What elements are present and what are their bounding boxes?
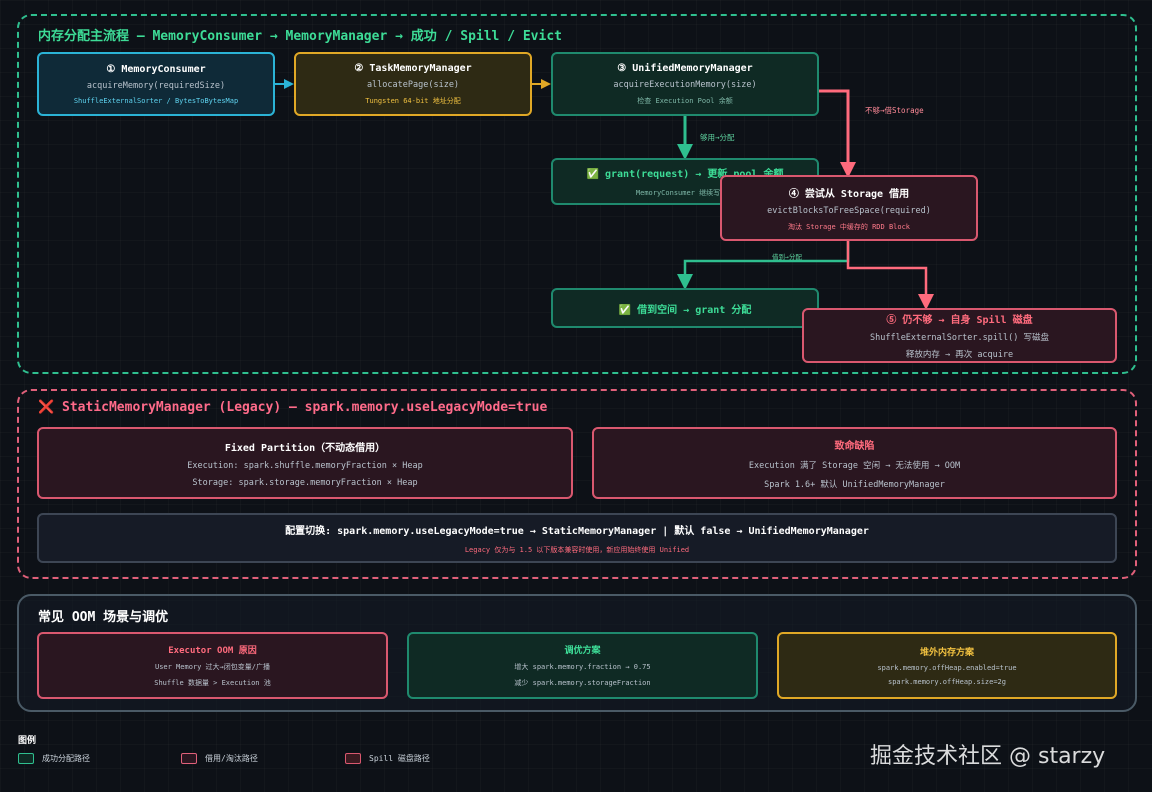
grant-title: ✅ grant(request) → 更新 pool 余额 xyxy=(586,169,784,180)
oom-tuning-line1: 增大 spark.memory.fraction → 0.75 xyxy=(514,663,651,671)
step5-title: ⑤ 仍不够 → 自身 Spill 磁盘 xyxy=(886,315,1033,326)
step1-note: ShuffleExternalSorter / BytesToBytesMap xyxy=(73,96,239,105)
step2-task-memory-manager: ② TaskMemoryManager allocatePage(size) T… xyxy=(294,52,532,116)
config-switch-note: Legacy 仅为与 1.5 以下版本兼容时使用，新应用始终使用 Unified xyxy=(464,545,690,554)
config-switch-box: 配置切换: spark.memory.useLegacyMode=true → … xyxy=(37,513,1117,563)
step2-code: allocatePage(size) xyxy=(366,79,460,90)
step2-note: Tungsten 64-bit 地址分配 xyxy=(365,96,461,105)
oom-cause-line2: Shuffle 数据量 > Execution 池 xyxy=(154,679,271,687)
legend-label-borrow: 借用/淘汰路径 xyxy=(205,754,258,763)
step3-code: acquireExecutionMemory(size) xyxy=(613,79,757,90)
label-not-enough: 不够→借Storage xyxy=(865,106,924,115)
step4-code: evictBlocksToFreeSpace(required) xyxy=(767,205,931,216)
label-borrow-ok: 借到→分配 xyxy=(772,253,802,261)
oom-cause-title: Executor OOM 原因 xyxy=(168,646,257,656)
oom-offheap-title: 堆外内存方案 xyxy=(919,648,974,658)
fixed-partition-line2: Storage: spark.storage.memoryFraction × … xyxy=(192,477,418,488)
label-enough: 够用→分配 xyxy=(700,133,735,142)
oom-tuning-line2: 减少 spark.memory.storageFraction xyxy=(514,679,651,687)
oom-title: 常见 OOM 场景与调优 xyxy=(38,610,169,625)
oom-tuning-title: 调优方案 xyxy=(564,646,601,656)
watermark: 掘金技术社区 @ starzy xyxy=(870,744,1106,769)
fatal-defect-box: 致命缺陷 Execution 满了 Storage 空闲 → 无法使用 → OO… xyxy=(592,427,1117,499)
main-flow-title: 内存分配主流程 — MemoryConsumer → MemoryManager… xyxy=(38,29,562,44)
oom-cause-box: Executor OOM 原因 User Memory 过大→闭包变量/广播 S… xyxy=(37,632,388,699)
legend-swatch-borrow xyxy=(181,753,197,764)
legacy-panel xyxy=(17,389,1137,579)
oom-offheap-line1: spark.memory.offHeap.enabled=true xyxy=(877,664,1017,672)
step1-code: acquireMemory(requiredSize) xyxy=(86,80,226,91)
legend-title: 图例 xyxy=(18,736,37,746)
main-flow-panel xyxy=(17,14,1137,374)
step2-title: ② TaskMemoryManager xyxy=(354,62,472,74)
fatal-defect-line1: Execution 满了 Storage 空闲 → 无法使用 → OOM xyxy=(748,460,961,471)
oom-offheap-line2: spark.memory.offHeap.size=2g xyxy=(887,678,1006,686)
legend-label-success: 成功分配路径 xyxy=(42,754,90,763)
step3-title: ③ UnifiedMemoryManager xyxy=(617,62,753,74)
oom-tuning-box: 调优方案 增大 spark.memory.fraction → 0.75 减少 … xyxy=(407,632,758,699)
oom-cause-line1: User Memory 过大→闭包变量/广播 xyxy=(154,663,270,671)
fixed-partition-title: Fixed Partition（不动态借用） xyxy=(224,442,386,454)
arrow-step4-to-borrow-ok xyxy=(677,240,850,290)
borrow-ok-box: ✅ 借到空间 → grant 分配 xyxy=(551,288,819,328)
step4-title: ④ 尝试从 Storage 借用 xyxy=(788,188,910,200)
step1-memory-consumer: ① MemoryConsumer acquireMemory(requiredS… xyxy=(37,52,275,116)
step1-title: ① MemoryConsumer xyxy=(106,63,206,75)
legend-item-success: 成功分配路径 xyxy=(18,753,90,764)
legend-item-borrow: 借用/淘汰路径 xyxy=(181,753,258,764)
step4-note: 淘汰 Storage 中缓存的 RDD Block xyxy=(787,222,911,231)
legend-item-spill: Spill 磁盘路径 xyxy=(345,753,430,764)
config-switch-title: 配置切换: spark.memory.useLegacyMode=true → … xyxy=(285,525,869,537)
fatal-defect-title: 致命缺陷 xyxy=(834,440,875,452)
fixed-partition-line1: Execution: spark.shuffle.memoryFraction … xyxy=(187,460,423,471)
legend-swatch-success xyxy=(18,753,34,764)
step5-note: 释放内存 → 再次 acquire xyxy=(905,350,1014,360)
step5-spill-disk: ⑤ 仍不够 → 自身 Spill 磁盘 ShuffleExternalSorte… xyxy=(802,308,1117,363)
legend-label-spill: Spill 磁盘路径 xyxy=(369,754,430,763)
step4-borrow-storage: ④ 尝试从 Storage 借用 evictBlocksToFreeSpace(… xyxy=(720,175,978,241)
step3-note: 检查 Execution Pool 余额 xyxy=(637,96,733,105)
step3-unified-memory-manager: ③ UnifiedMemoryManager acquireExecutionM… xyxy=(551,52,819,116)
arrow-step4-to-step5 xyxy=(846,240,934,310)
legend-swatch-spill xyxy=(345,753,361,764)
oom-offheap-box: 堆外内存方案 spark.memory.offHeap.enabled=true… xyxy=(777,632,1117,699)
legacy-title: ❌ StaticMemoryManager (Legacy) — spark.m… xyxy=(38,400,548,415)
fixed-partition-box: Fixed Partition（不动态借用） Execution: spark.… xyxy=(37,427,573,499)
fatal-defect-line2: Spark 1.6+ 默认 UnifiedMemoryManager xyxy=(764,479,945,490)
borrow-ok-title: ✅ 借到空间 → grant 分配 xyxy=(618,304,752,316)
step5-code: ShuffleExternalSorter.spill() 写磁盘 xyxy=(869,333,1050,343)
grant-note: MemoryConsumer 继续写数据 xyxy=(635,189,735,197)
